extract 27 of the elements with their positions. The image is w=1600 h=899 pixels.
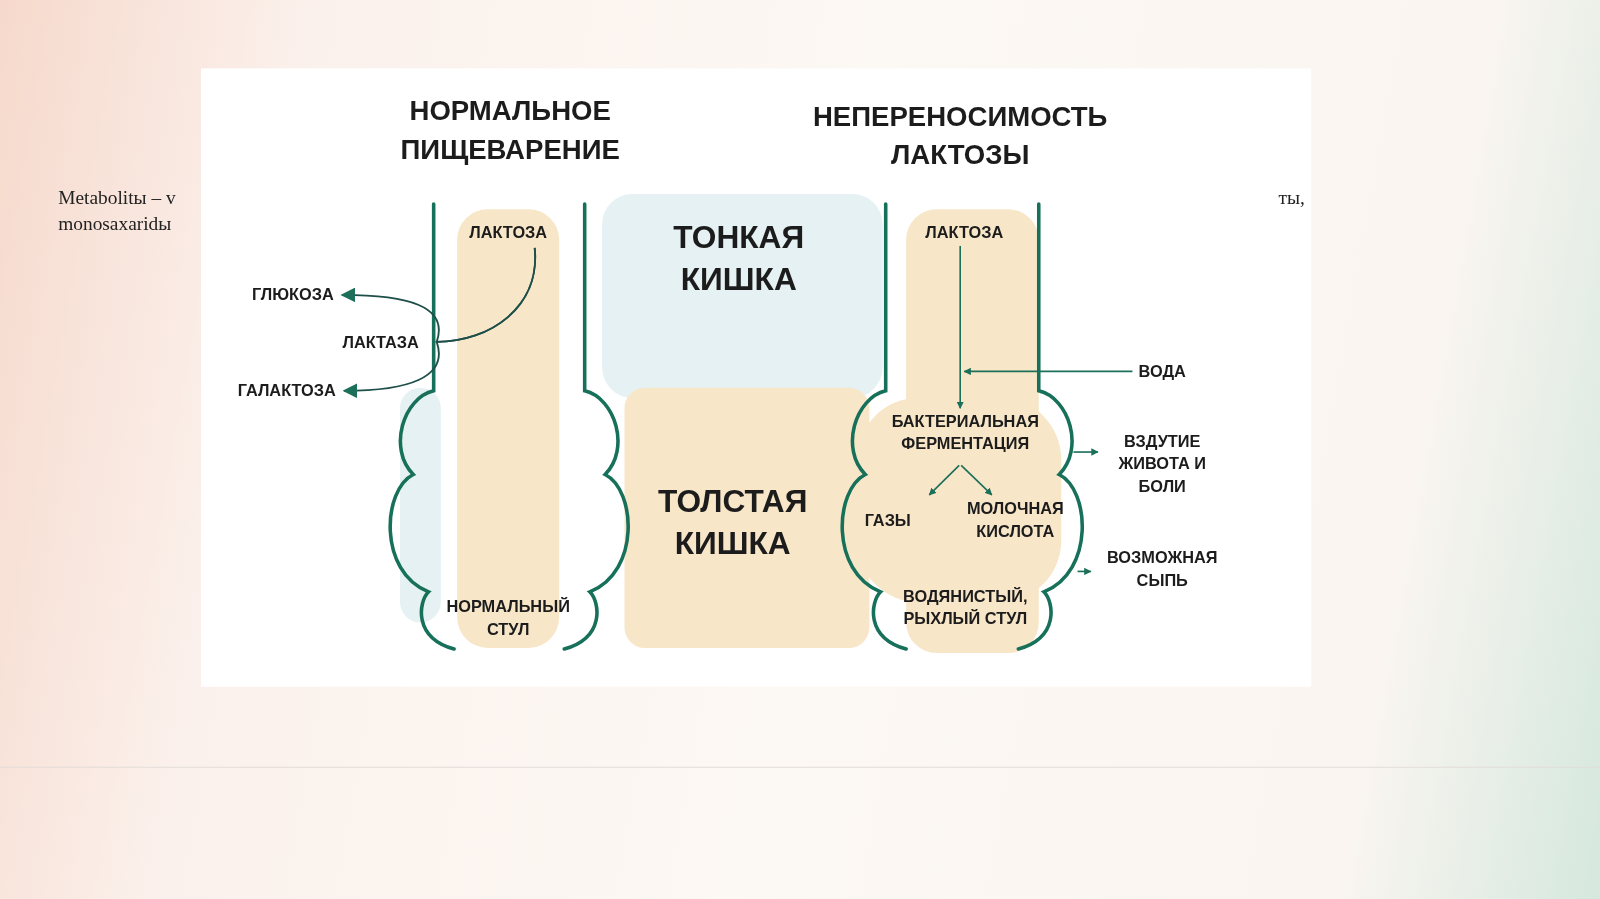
text-label: ЛАКТОЗА	[925, 221, 1004, 244]
text-label: ГАЗЫ	[864, 509, 911, 532]
heading: НЕПЕРЕНОСИМОСТЬ ЛАКТОЗЫ	[811, 100, 1109, 173]
text-label: ВОЗМОЖНАЯ СЫПЬ	[1095, 546, 1229, 592]
text-label: ВОДА	[1138, 360, 1186, 383]
arrow	[960, 464, 993, 496]
organ-label: ТОЛСТАЯ КИШКА	[656, 482, 809, 564]
background-text: Metabolitы – v	[58, 186, 176, 210]
arrow	[963, 367, 1134, 376]
enzyme-label: ЛАКТАЗА	[342, 332, 419, 353]
background-text: monosaxaridы	[58, 212, 172, 235]
text-label: ЛАКТОЗА	[469, 221, 548, 244]
text-label: ГЛЮКОЗА	[251, 283, 334, 307]
arrow	[928, 464, 960, 496]
arrow	[956, 245, 964, 409]
heading: НОРМАЛЬНОЕ ПИЩЕВАРЕНИЕ	[399, 94, 621, 168]
arrow	[342, 247, 536, 398]
arrow	[1076, 567, 1092, 576]
text-label: БАКТЕРИАЛЬНАЯ ФЕРМЕНТАЦИЯ	[878, 410, 1053, 456]
arrow	[1072, 448, 1099, 456]
text-label: МОЛОЧНАЯ КИСЛОТА	[959, 497, 1072, 543]
organ-label: ТОНКАЯ КИШКА	[672, 218, 806, 299]
text-label: НОРМАЛЬНЫЙ СТУЛ	[445, 596, 571, 640]
text-label: ГАЛАКТОЗА	[237, 379, 336, 403]
text-label: ВЗДУТИЕ ЖИВОТА И БОЛИ	[1106, 430, 1219, 498]
background-text: ты,	[1278, 186, 1305, 210]
text-label: ВОДЯНИСТЫЙ, РЫХЛЫЙ СТУЛ	[902, 586, 1029, 630]
